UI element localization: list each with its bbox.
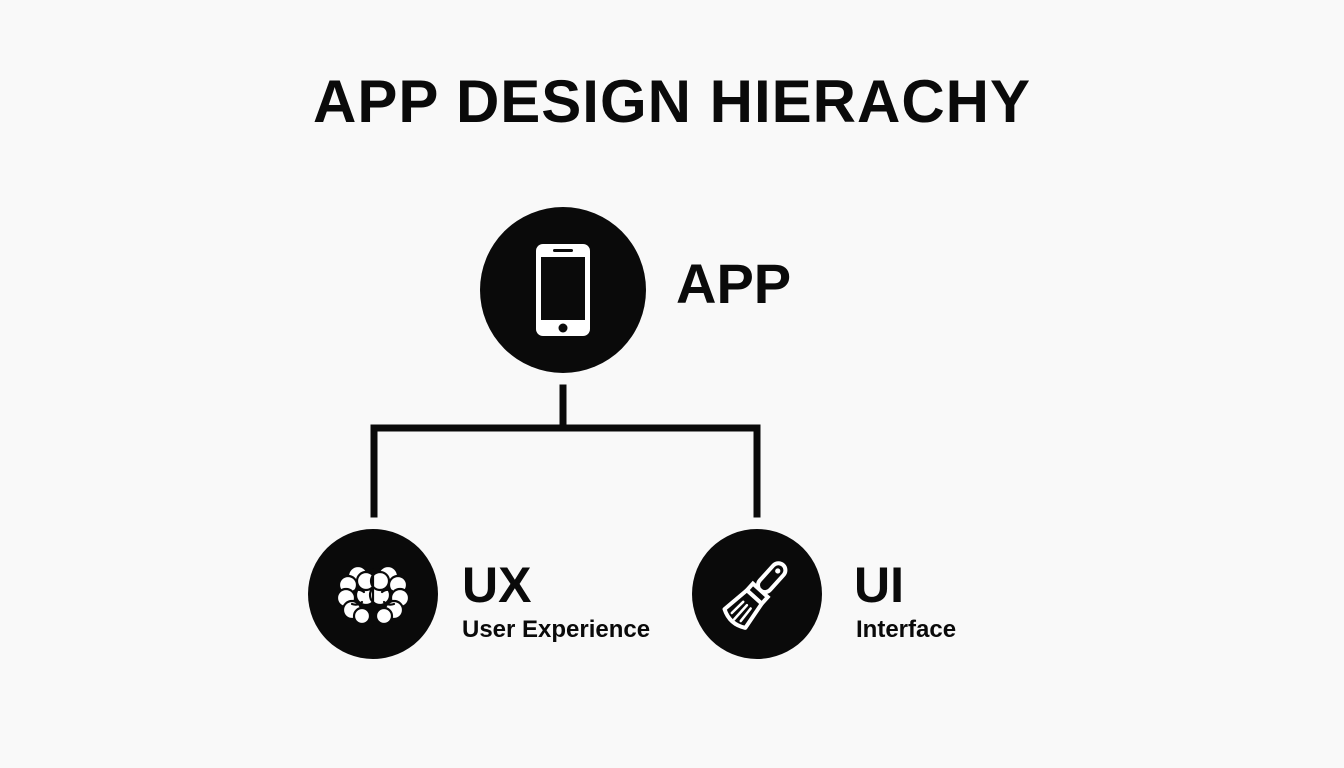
ui-node <box>692 529 822 659</box>
ux-node <box>308 529 438 659</box>
smartphone-icon <box>536 244 590 336</box>
paintbrush-icon <box>722 561 788 630</box>
ui-sublabel: Interface <box>856 616 957 643</box>
app-label: APP <box>676 252 792 315</box>
ui-label: UI <box>854 557 904 613</box>
ux-label: UX <box>462 557 532 613</box>
app-node <box>480 207 646 373</box>
brain-icon <box>335 564 411 627</box>
ux-sublabel: User Experience <box>462 616 651 643</box>
diagram-title: APP DESIGN HIERACHY <box>312 68 1032 135</box>
